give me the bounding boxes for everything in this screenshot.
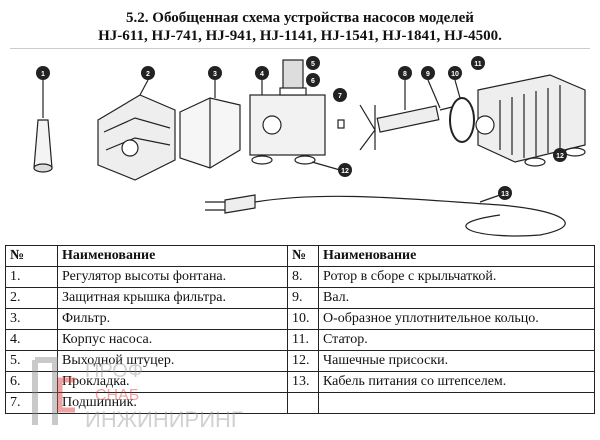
parts-table: № Наименование № Наименование 1.Регулято… [5, 245, 595, 414]
cell: 11. [287, 329, 319, 351]
header-name-1: Наименование [57, 245, 288, 267]
svg-text:12: 12 [341, 168, 349, 175]
svg-text:9: 9 [426, 71, 430, 78]
cell: Кабель питания со штепселем. [318, 371, 595, 393]
section-title: 5.2. Обобщенная схема устройства насосов… [0, 9, 600, 45]
svg-text:10: 10 [451, 71, 459, 78]
svg-text:3: 3 [213, 71, 217, 78]
part-regulator [33, 80, 53, 173]
callout-7 [333, 88, 347, 102]
cell [318, 392, 595, 414]
header-num-1: № [5, 245, 58, 267]
callout-9 [421, 66, 435, 80]
cell: Подшипник. [57, 392, 288, 414]
table-row: 1.Регулятор высоты фонтана.8.Ротор в сбо… [5, 266, 595, 288]
callout-13 [498, 186, 512, 200]
header-num-2: № [287, 245, 319, 267]
callout-1 [36, 66, 50, 80]
callout-4 [255, 66, 269, 80]
svg-text:7: 7 [338, 93, 342, 100]
callout-5 [306, 56, 320, 70]
callout-8 [398, 66, 412, 80]
title-line-1: 5.2. Обобщенная схема устройства насосов… [126, 10, 474, 26]
callout-markers: 1 2 3 4 5 6 7 8 9 10 11 12 12 13 [36, 56, 567, 200]
divider [10, 48, 590, 49]
table-row: 2.Защитная крышка фильтра.9.Вал. [5, 287, 595, 309]
cell: Выходной штуцер. [57, 350, 288, 372]
cell: 4. [5, 329, 58, 351]
cell [287, 392, 319, 414]
cell: 6. [5, 371, 58, 393]
cell: 12. [287, 350, 319, 372]
callout-12a [338, 163, 352, 177]
cell: Прокладка. [57, 371, 288, 393]
cell: О-образное уплотнительное кольцо. [318, 308, 595, 330]
table-row: 6.Прокладка.13.Кабель питания со штепсел… [5, 371, 595, 393]
svg-text:13: 13 [501, 191, 509, 198]
part-power-cable [205, 194, 566, 237]
table-row: 5.Выходной штуцер.12.Чашечные присоски. [5, 350, 595, 372]
cell: Чашечные присоски. [318, 350, 595, 372]
callout-3 [208, 66, 222, 80]
svg-text:2: 2 [146, 71, 150, 78]
cell: Корпус насоса. [57, 329, 288, 351]
part-bearing [337, 119, 345, 129]
svg-text:5: 5 [311, 61, 315, 68]
part-pump-body [249, 59, 341, 171]
table-row: 3.Фильтр.10.О-образное уплотнительное ко… [5, 308, 595, 330]
svg-text:8: 8 [403, 71, 407, 78]
part-stator [475, 74, 586, 167]
part-rotor [359, 79, 453, 151]
svg-text:12: 12 [556, 153, 564, 160]
pump-exploded-diagram: 1 2 3 4 5 6 7 8 9 10 11 12 12 13 [33, 56, 586, 237]
cell: 5. [5, 350, 58, 372]
table-header-row: № Наименование № Наименование [5, 245, 595, 267]
callout-2 [141, 66, 155, 80]
cell: Защитная крышка фильтра. [57, 287, 288, 309]
svg-text:4: 4 [260, 71, 264, 78]
part-filter [179, 80, 241, 169]
part-o-ring [449, 97, 475, 143]
cell: 1. [5, 266, 58, 288]
svg-text:6: 6 [311, 78, 315, 85]
svg-text:1: 1 [41, 71, 45, 78]
table-row: 4.Корпус насоса.11.Статор. [5, 329, 595, 351]
cell: 8. [287, 266, 319, 288]
table-row: 7.Подшипник. [5, 392, 595, 414]
cell: 3. [5, 308, 58, 330]
cell: Статор. [318, 329, 595, 351]
cell: 10. [287, 308, 319, 330]
cell: 7. [5, 392, 58, 414]
cell: 2. [5, 287, 58, 309]
title-line-2: HJ-611, HJ-741, HJ-941, HJ-1141, HJ-1541… [98, 28, 502, 44]
callout-6 [306, 73, 320, 87]
cell: Фильтр. [57, 308, 288, 330]
svg-text:11: 11 [474, 61, 482, 68]
cell: Вал. [318, 287, 595, 309]
callout-12b [553, 148, 567, 162]
part-filter-cover [97, 79, 176, 181]
cell: Ротор в сборе с крыльчаткой. [318, 266, 595, 288]
cell: Регулятор высоты фонтана. [57, 266, 288, 288]
header-name-2: Наименование [318, 245, 595, 267]
callout-10 [448, 66, 462, 80]
cell: 9. [287, 287, 319, 309]
cell: 13. [287, 371, 319, 393]
callout-11 [471, 56, 485, 70]
